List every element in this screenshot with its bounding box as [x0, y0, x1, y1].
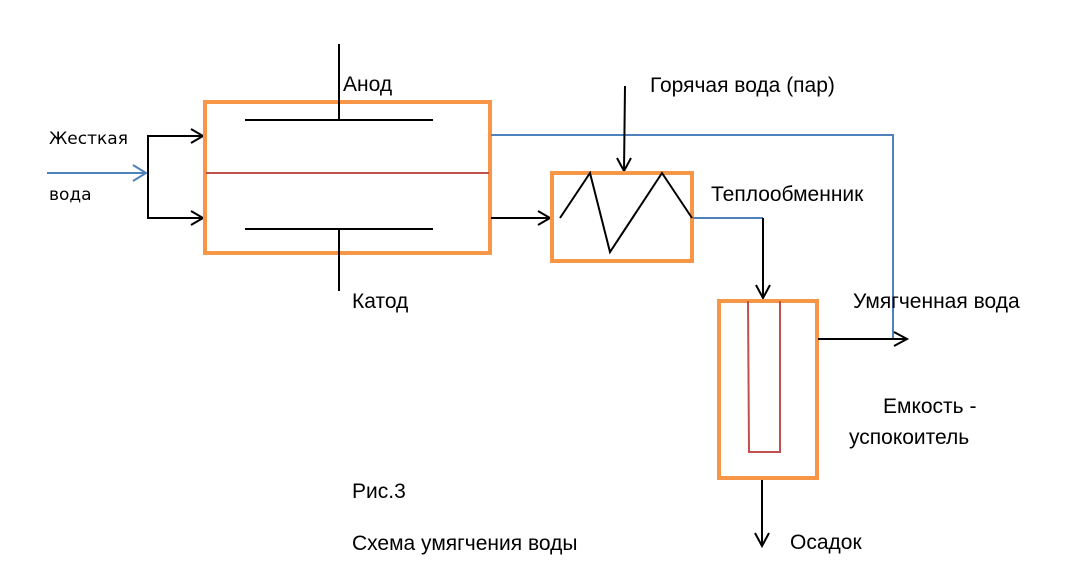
cathode-electrode	[245, 228, 433, 291]
tank-label-line2: успокоитель	[849, 426, 970, 449]
sediment-outlet-arrow	[754, 480, 770, 549]
tank-label-line1: Емкость -	[883, 395, 977, 418]
electrolyzer-box	[203, 100, 492, 255]
figure-caption: Схема умягчения воды	[352, 532, 578, 555]
electrolyzer-to-exchanger-arrow	[491, 210, 552, 226]
settling-tank-inner-tube	[747, 300, 781, 453]
exchanger-to-tank-arrow	[755, 218, 771, 301]
sediment-label: Осадок	[790, 531, 862, 554]
hard-water-inlet-arrow	[47, 164, 148, 182]
hard-water-label-line2: вода	[49, 185, 92, 205]
anode-electrode	[245, 44, 433, 121]
figure-number: Рис.3	[352, 480, 406, 503]
softened-water-outlet-arrow	[818, 331, 910, 347]
heat-exchanger-coil	[559, 170, 693, 255]
anode-label: Анод	[343, 73, 393, 96]
settling-tank-box	[717, 299, 819, 480]
hard-water-label-line1: Жесткая	[49, 129, 128, 149]
heat-exchanger-label: Теплообменник	[711, 183, 864, 206]
inlet-splitter	[147, 128, 205, 226]
cathode-label: Катод	[352, 290, 409, 313]
softened-water-label: Умягченная вода	[853, 290, 1020, 313]
hot-water-inlet-arrow	[616, 85, 632, 174]
hot-water-label: Горячая вода (пар)	[650, 74, 835, 97]
